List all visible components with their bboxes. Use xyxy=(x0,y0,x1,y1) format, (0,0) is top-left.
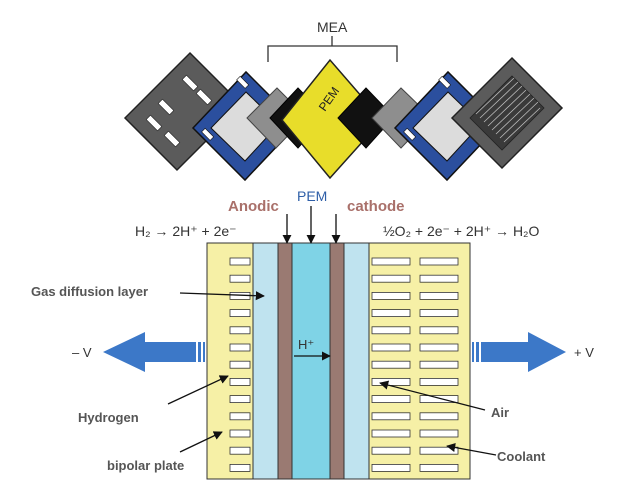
anode-gas-channel xyxy=(229,326,251,335)
left-bipolar-plate xyxy=(206,242,254,480)
right-end-plate xyxy=(450,56,564,170)
right-gas-diffusion-layer xyxy=(343,242,370,480)
anode-gas-channel xyxy=(229,395,251,404)
right-arrow-icon xyxy=(472,332,566,372)
air-channel xyxy=(371,257,411,266)
cathode-label: cathode xyxy=(347,198,405,215)
air-channel xyxy=(371,395,411,404)
air-channel xyxy=(371,274,411,283)
anode-gas-channel xyxy=(229,274,251,283)
air-channel xyxy=(371,309,411,318)
mea-label: MEA xyxy=(317,19,348,35)
bipolar-plate-label: bipolar plate xyxy=(107,458,185,473)
air-channel xyxy=(371,326,411,335)
left-arrow-icon xyxy=(103,332,205,372)
cathode-catalyst-layer xyxy=(329,242,345,480)
coolant-channel xyxy=(419,291,459,300)
coolant-channel xyxy=(419,429,459,438)
mea-bracket xyxy=(267,36,398,62)
coolant-channel xyxy=(419,463,459,472)
air-channel xyxy=(371,377,411,386)
anode-catalyst-layer xyxy=(277,242,293,480)
anode-gas-channel xyxy=(229,257,251,266)
anode-gas-channel xyxy=(229,343,251,352)
coolant-channel xyxy=(419,377,459,386)
coolant-channel xyxy=(419,274,459,283)
air-channel xyxy=(371,429,411,438)
coolant-channel xyxy=(419,343,459,352)
pem-label: PEM xyxy=(297,188,328,204)
air-channel xyxy=(371,343,411,352)
air-label: Air xyxy=(491,405,510,420)
coolant-channel xyxy=(419,446,459,455)
anode-gas-channel xyxy=(229,309,251,318)
anode-gas-channel xyxy=(229,360,251,369)
proton-label: H⁺ xyxy=(298,337,315,352)
coolant-channel xyxy=(419,326,459,335)
air-channel xyxy=(371,463,411,472)
right-bipolar-plate xyxy=(368,242,471,480)
membrane xyxy=(291,242,331,480)
anode-gas-channel xyxy=(229,412,251,421)
gas-diffusion-layer-label: Gas diffusion layer xyxy=(31,284,149,299)
air-channel xyxy=(371,291,411,300)
coolant-label: Coolant xyxy=(497,449,546,464)
anode-reaction-equation: H₂ → 2H⁺ + 2e⁻ xyxy=(135,223,237,239)
fuel-cell-cross-section xyxy=(206,242,471,480)
left-gas-diffusion-layer xyxy=(252,242,279,480)
coolant-channel xyxy=(419,309,459,318)
air-channel xyxy=(371,360,411,369)
anode-gas-channel xyxy=(229,446,251,455)
pointer-lines xyxy=(167,206,497,456)
coolant-channel xyxy=(419,257,459,266)
exploded-mea-view xyxy=(123,36,564,182)
coolant-channel xyxy=(419,395,459,404)
anodic-label: Anodic xyxy=(228,198,279,215)
anode-gas-channel xyxy=(229,463,251,472)
coolant-channel xyxy=(419,360,459,369)
cathode-reaction-equation: ½O₂ + 2e⁻ + 2H⁺ → H₂O xyxy=(383,223,540,239)
plus-voltage-label: + V xyxy=(574,345,594,360)
anode-gas-channel xyxy=(229,429,251,438)
left-end-plate xyxy=(123,51,244,172)
air-channel xyxy=(371,446,411,455)
minus-voltage-label: – V xyxy=(72,345,92,360)
hydrogen-label: Hydrogen xyxy=(78,410,139,425)
coolant-channel xyxy=(419,412,459,421)
air-channel xyxy=(371,412,411,421)
anode-gas-channel xyxy=(229,377,251,386)
